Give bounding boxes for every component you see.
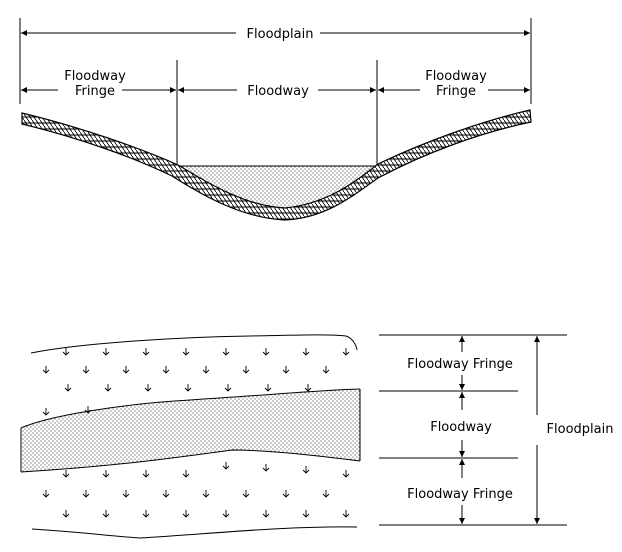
- plan-floodway-label: Floodway: [430, 420, 492, 435]
- vegetation-symbol: [282, 366, 290, 374]
- vegetation-symbol: [302, 348, 310, 356]
- vegetation-symbol: [262, 510, 270, 518]
- vegetation-symbol: [104, 384, 112, 392]
- vegetation-symbol: [222, 510, 230, 518]
- vegetation-symbol: [42, 366, 50, 374]
- vegetation-symbol: [42, 408, 50, 416]
- fringe-left-label-line2: Fringe: [75, 84, 115, 99]
- vegetation-symbol: [304, 384, 312, 392]
- vegetation-symbol: [302, 466, 310, 474]
- ground-section: [21, 109, 532, 221]
- vegetation-symbol: [342, 470, 350, 478]
- vegetation-symbol: [42, 490, 50, 498]
- plan-floodplain-boundary-bottom: [31, 526, 358, 539]
- fringe-top-label: Floodway Fringe: [407, 357, 513, 372]
- vegetation-symbol: [264, 384, 272, 392]
- plan-floodplain-label: Floodplain: [547, 422, 614, 437]
- vegetation-symbol: [64, 384, 72, 392]
- fringe-left-label-line1: Floodway: [64, 69, 126, 84]
- plan-view: Floodway Fringe Floodway Floodway Fringe…: [20, 334, 614, 539]
- vegetation-symbol: [84, 406, 92, 414]
- vegetation-symbol: [162, 490, 170, 498]
- plan-floodway-area: [21, 389, 360, 472]
- vegetation-symbol: [82, 366, 90, 374]
- vegetation-symbols: [42, 348, 350, 518]
- vegetation-symbol: [62, 470, 70, 478]
- vegetation-symbol: [62, 510, 70, 518]
- vegetation-symbol: [342, 510, 350, 518]
- vegetation-symbol: [322, 366, 330, 374]
- vegetation-symbol: [162, 366, 170, 374]
- vegetation-symbol: [342, 348, 350, 356]
- vegetation-symbol: [182, 510, 190, 518]
- vegetation-symbol: [242, 366, 250, 374]
- vegetation-symbol: [322, 490, 330, 498]
- vegetation-symbol: [222, 348, 230, 356]
- cross-section: Floodplain Floodway Fringe Floodway Floo…: [19, 18, 532, 221]
- vegetation-symbol: [302, 510, 310, 518]
- floodway-water: [177, 166, 377, 208]
- vegetation-symbol: [202, 490, 210, 498]
- vegetation-symbol: [184, 384, 192, 392]
- plan-floodway-boundary-top: [20, 388, 361, 429]
- fringe-right-label-line2: Fringe: [436, 84, 476, 99]
- vegetation-symbol: [262, 348, 270, 356]
- fringe-bottom-label: Floodway Fringe: [407, 487, 513, 502]
- vegetation-symbol: [122, 490, 130, 498]
- floodplain-label: Floodplain: [247, 27, 314, 42]
- vegetation-symbol: [142, 510, 150, 518]
- vegetation-symbol: [222, 462, 230, 470]
- vegetation-symbol: [202, 366, 210, 374]
- vegetation-symbol: [282, 490, 290, 498]
- vegetation-symbol: [82, 490, 90, 498]
- vegetation-symbol: [142, 470, 150, 478]
- vegetation-symbol: [102, 470, 110, 478]
- vegetation-symbol: [144, 384, 152, 392]
- vegetation-symbol: [262, 464, 270, 472]
- vegetation-symbol: [62, 348, 70, 356]
- vegetation-symbol: [102, 348, 110, 356]
- plan-floodplain-boundary-top: [30, 334, 358, 354]
- vegetation-symbol: [224, 384, 232, 392]
- vegetation-symbol: [182, 348, 190, 356]
- fringe-right-label-line1: Floodway: [425, 69, 487, 84]
- vegetation-symbol: [122, 366, 130, 374]
- vegetation-symbol: [242, 490, 250, 498]
- vegetation-symbol: [182, 470, 190, 478]
- vegetation-symbol: [102, 510, 110, 518]
- plan-floodway-boundary-bottom: [20, 449, 361, 473]
- floodway-label: Floodway: [247, 84, 309, 99]
- vegetation-symbol: [142, 348, 150, 356]
